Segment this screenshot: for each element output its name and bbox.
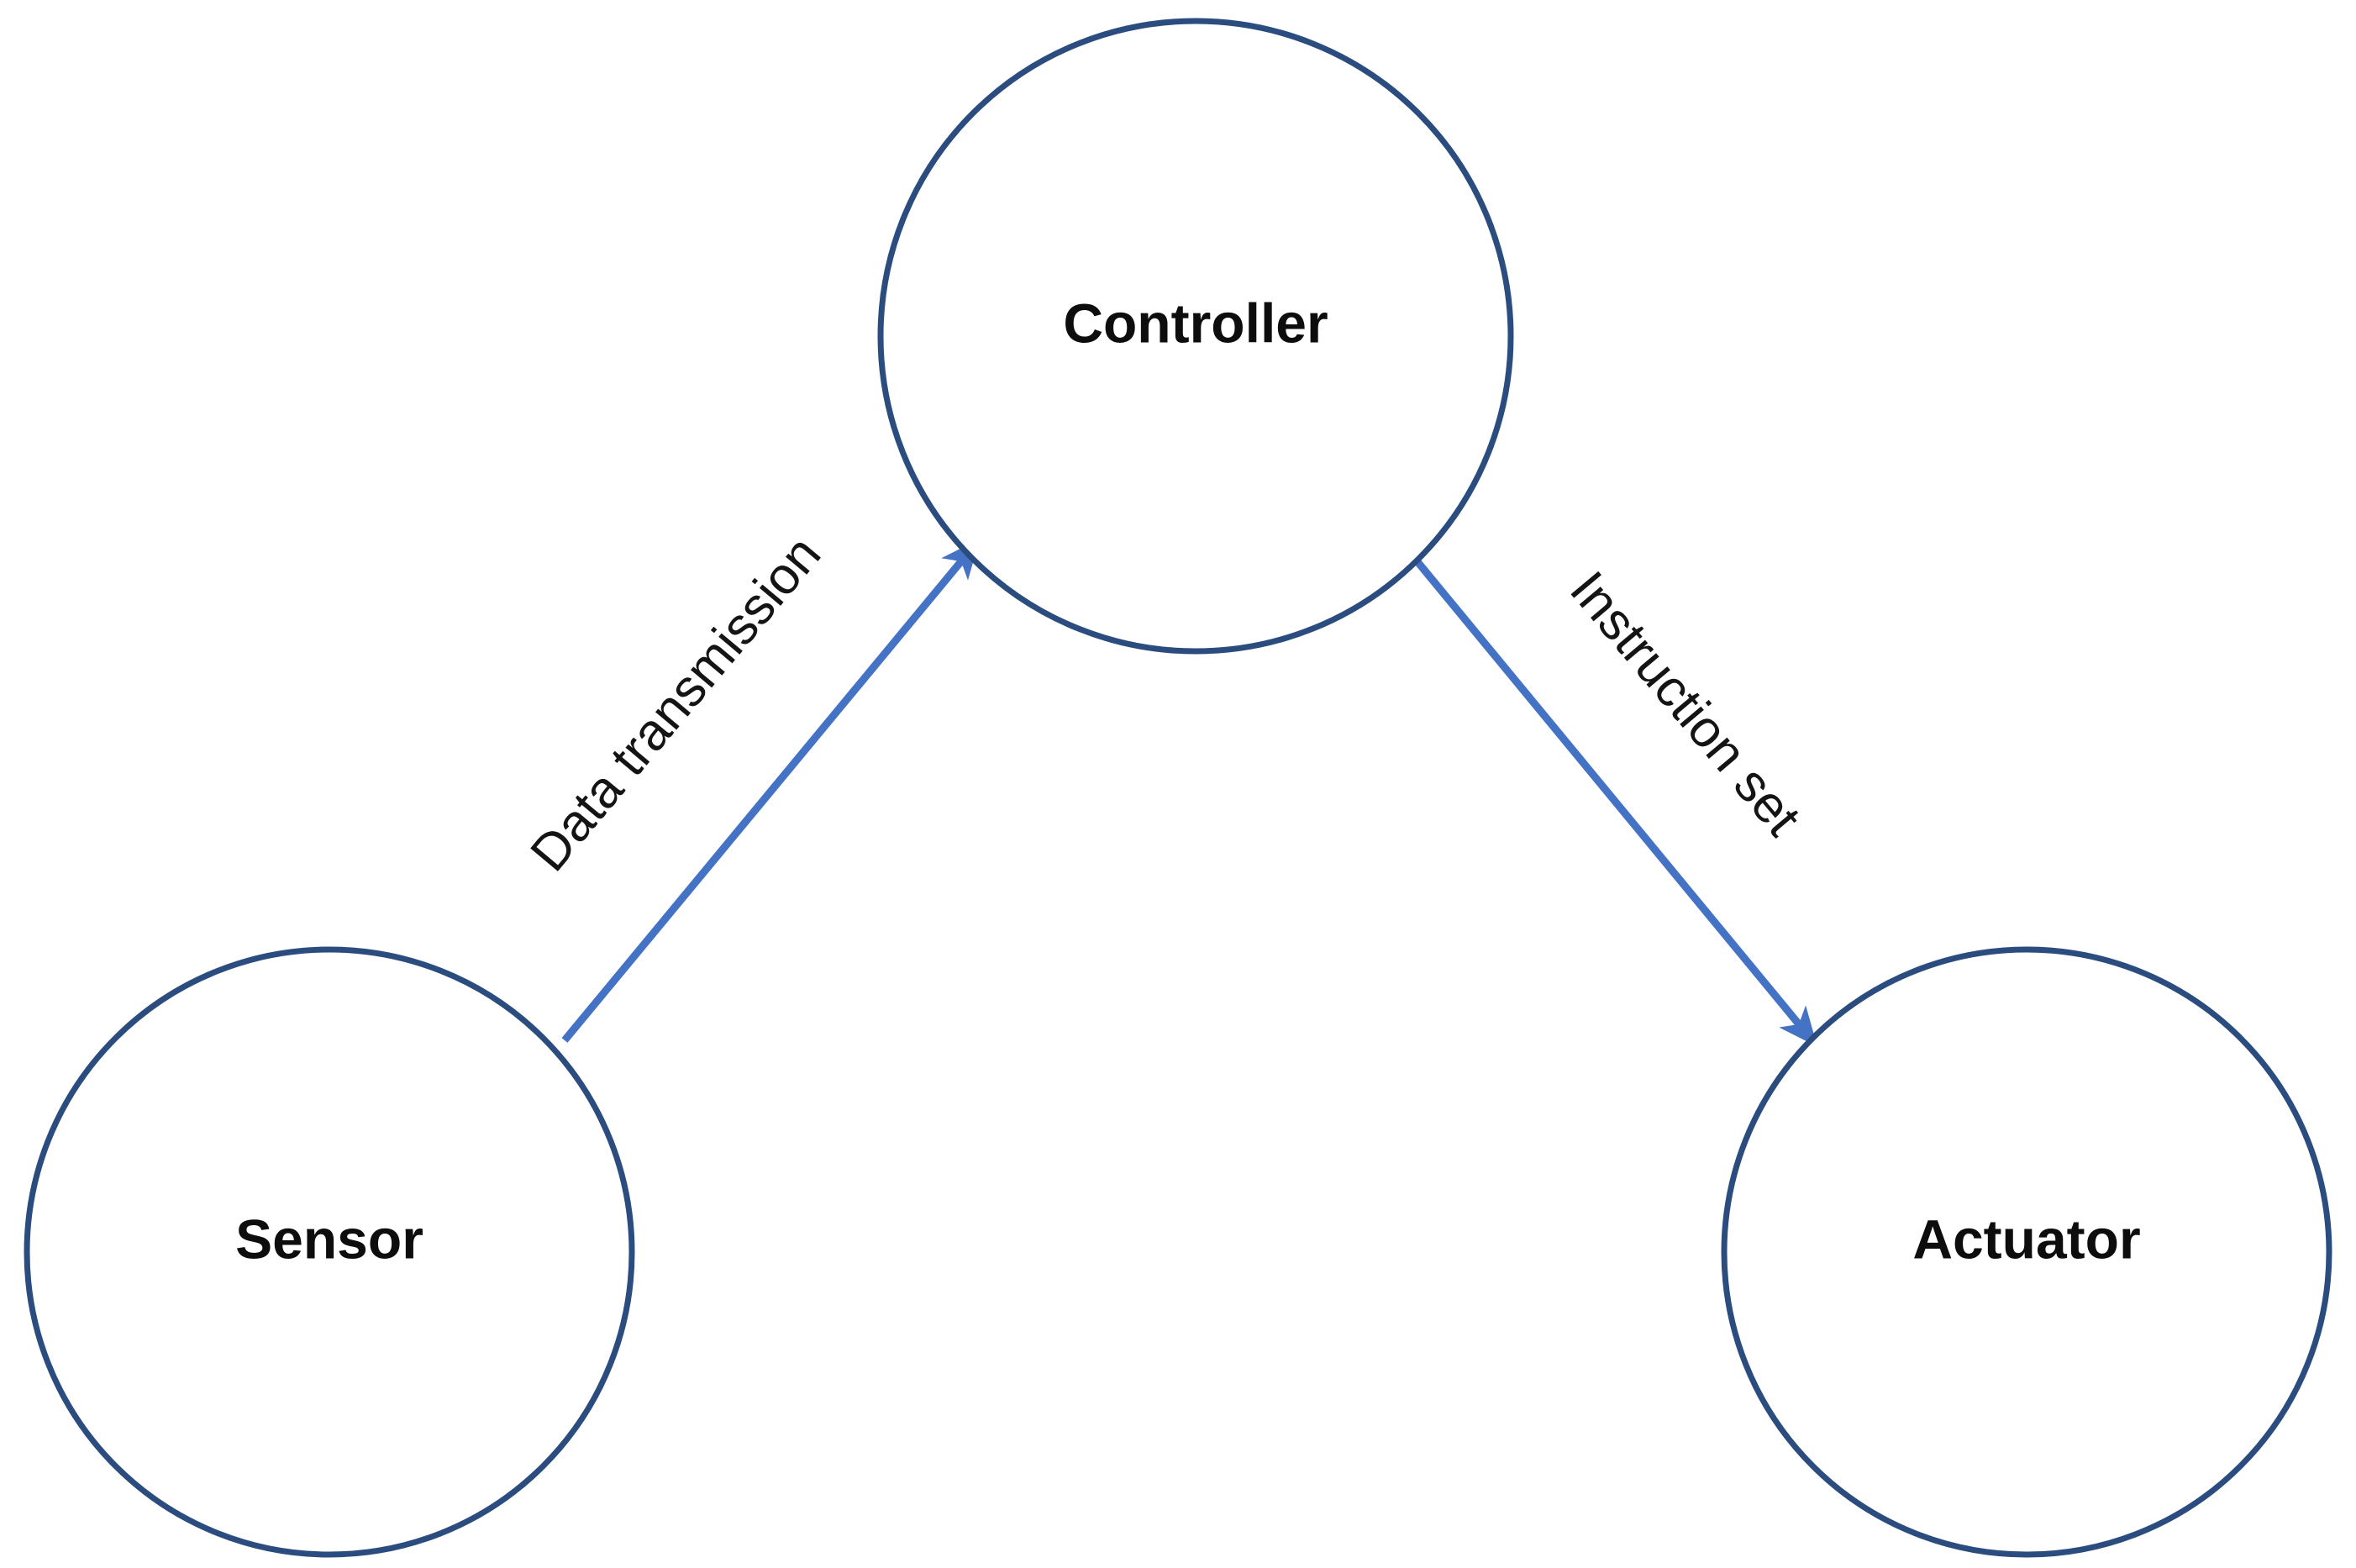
actuator-label: Actuator <box>1912 1208 2140 1270</box>
node-sensor[interactable]: Sensor <box>24 946 635 1558</box>
controller-label: Controller <box>1063 292 1328 354</box>
actuator-circle[interactable] <box>1721 946 2332 1558</box>
node-actuator[interactable]: Actuator <box>1721 946 2332 1558</box>
edge-line-data-transmission[interactable] <box>561 539 981 1043</box>
node-controller[interactable]: Controller <box>877 18 1514 655</box>
edge-line-instruction-set[interactable] <box>1408 552 1818 1047</box>
edge-sensor-to-controller[interactable]: Data transmission <box>519 525 981 1043</box>
edge-label-instruction-set: Instruction set <box>1559 560 1812 846</box>
sensor-circle[interactable] <box>24 946 635 1558</box>
controller-circle[interactable] <box>877 18 1514 655</box>
sensor-label: Sensor <box>235 1208 423 1270</box>
nodes-layer: Controller Sensor Actuator <box>24 18 2332 1558</box>
edge-controller-to-actuator[interactable]: Instruction set <box>1408 552 1818 1047</box>
edge-label-data-transmission: Data transmission <box>519 525 832 881</box>
